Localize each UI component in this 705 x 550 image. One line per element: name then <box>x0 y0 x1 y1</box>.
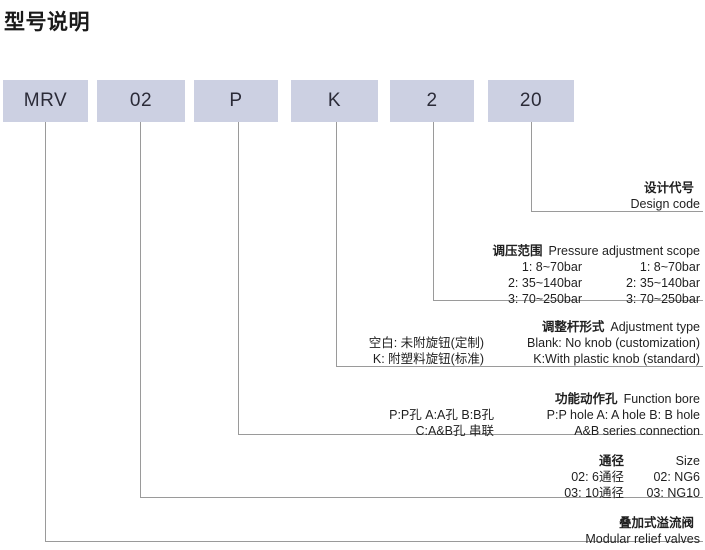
label-design-heading: 设计代号 <box>631 180 701 196</box>
label-bore-heading-zh: 功能动作孔 <box>555 392 618 406</box>
label-bore-item-1-en: P:P hole A: A hole B: B hole <box>546 408 700 422</box>
label-pressure-item-2: 2: 35~140bar 2: 35~140bar <box>432 275 700 291</box>
label-pressure-heading-zh: 调压范围 <box>492 244 543 258</box>
leader-series-path <box>44 122 703 543</box>
label-pressure-item-1-en: 1: 8~70bar <box>639 260 700 274</box>
label-bore-heading: 功能动作孔 Function bore <box>344 391 700 407</box>
label-size-heading-en: Size <box>675 454 700 468</box>
label-pressure-item-2-zh: 2: 35~140bar <box>507 276 582 290</box>
label-adjustment-item-2: K: 附塑料旋钮(标准) K:With plastic knob (standar… <box>334 351 700 367</box>
label-adjustment-item-2-zh: K: 附塑料旋钮(标准) <box>372 352 484 366</box>
label-size-item-1-zh: 02: 6通径 <box>571 470 624 484</box>
code-box-size[interactable]: 02 <box>97 80 185 122</box>
leader-bore-path <box>237 122 703 436</box>
label-size-item-2-en: 03: NG10 <box>646 486 700 500</box>
label-bore: 功能动作孔 Function bore P:P孔 A:A孔 B:B孔 P:P hol… <box>344 391 700 439</box>
label-pressure-item-1: 1: 8~70bar 1: 8~70bar <box>432 259 700 275</box>
label-product-heading-en: Modular relief valves <box>585 532 700 546</box>
label-adjustment-item-2-en: K:With plastic knob (standard) <box>533 352 700 366</box>
label-bore-item-2-zh: C:A&B孔 串联 <box>415 424 495 438</box>
leader-design-path <box>530 122 703 213</box>
label-design-heading-en-row: Design code <box>631 196 701 212</box>
leader-adjustment-path <box>335 122 703 368</box>
label-bore-item-1: P:P孔 A:A孔 B:B孔 P:P hole A: A hole B: B ho… <box>344 407 700 423</box>
label-size-heading: 通径 Size <box>534 453 700 469</box>
label-bore-item-2: C:A&B孔 串联 A&B series connection <box>344 423 701 439</box>
label-pressure-item-1-zh: 1: 8~70bar <box>521 260 582 274</box>
label-design: 设计代号 Design code <box>631 180 701 212</box>
label-adjustment-item-1-zh: 空白: 未附旋钮(定制) <box>368 336 484 350</box>
label-adjustment-heading-en: Adjustment type <box>610 320 700 334</box>
label-pressure-heading: 调压范围 Pressure adjustment scope <box>432 243 700 259</box>
label-bore-item-2-en: A&B series connection <box>574 424 700 438</box>
label-size-item-2: 03: 10通径 03: NG10 <box>534 485 700 501</box>
code-box-bore[interactable]: P <box>194 80 278 122</box>
label-product-heading-en-row: Modular relief valves <box>585 531 700 547</box>
label-adjustment: 调整杆形式 Adjustment type 空白: 未附旋钮(定制) Blank: … <box>334 319 700 367</box>
label-size-item-2-zh: 03: 10通径 <box>564 486 624 500</box>
label-adjustment-item-1-en: Blank: No knob (customization) <box>527 336 700 350</box>
label-bore-heading-en: Function bore <box>623 392 700 406</box>
label-product: 叠加式溢流阀 Modular relief valves <box>585 515 700 547</box>
code-box-adjustment[interactable]: K <box>291 80 378 122</box>
code-box-design[interactable]: 20 <box>488 80 574 122</box>
label-pressure-item-3-en: 3: 70~250bar <box>625 292 700 306</box>
label-design-heading-en: Design code <box>630 197 701 211</box>
label-size-item-1-en: 02: NG6 <box>653 470 700 484</box>
label-adjustment-heading: 调整杆形式 Adjustment type <box>334 319 700 335</box>
code-boxes-row: MRV 02 P K 2 20 <box>0 80 705 122</box>
label-adjustment-item-1: 空白: 未附旋钮(定制) Blank: No knob (customizatio… <box>334 335 700 351</box>
label-product-heading-zh: 叠加式溢流阀 <box>618 516 694 530</box>
label-pressure-item-3-zh: 3: 70~250bar <box>507 292 582 306</box>
label-size: 通径 Size 02: 6通径 02: NG6 03: 10通径 03: NG10 <box>534 453 700 501</box>
label-bore-item-1-zh: P:P孔 A:A孔 B:B孔 <box>389 408 494 422</box>
label-pressure-item-3: 3: 70~250bar 3: 70~250bar <box>432 291 700 307</box>
label-adjustment-heading-zh: 调整杆形式 <box>541 320 605 334</box>
label-size-item-1: 02: 6通径 02: NG6 <box>534 469 700 485</box>
leader-size-path <box>139 122 703 499</box>
label-pressure: 调压范围 Pressure adjustment scope 1: 8~70bar… <box>432 243 700 307</box>
label-pressure-item-2-en: 2: 35~140bar <box>625 276 700 290</box>
leader-pressure-path <box>432 122 703 302</box>
code-box-pressure[interactable]: 2 <box>390 80 474 122</box>
page-title: 型号说明 <box>4 11 90 34</box>
label-pressure-heading-en: Pressure adjustment scope <box>548 244 700 258</box>
label-design-heading-zh: 设计代号 <box>643 181 694 195</box>
code-box-series[interactable]: MRV <box>3 80 88 122</box>
label-product-heading: 叠加式溢流阀 <box>585 515 700 531</box>
label-size-heading-zh: 通径 <box>598 454 624 468</box>
